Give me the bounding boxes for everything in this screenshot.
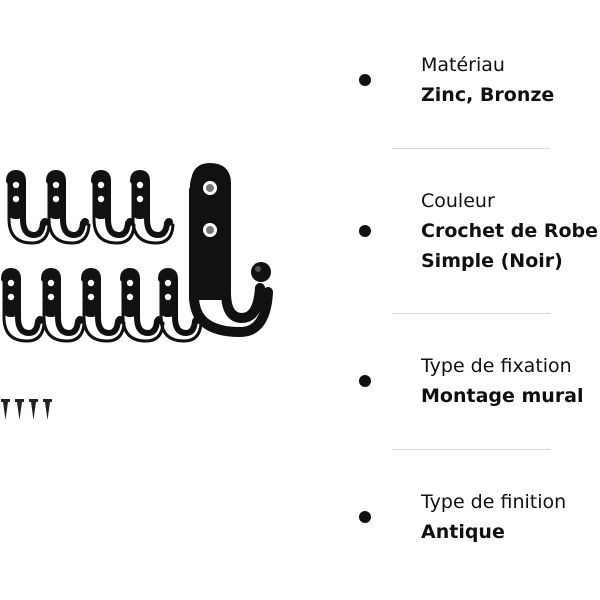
divider: [392, 449, 550, 450]
bullet-icon: [359, 375, 371, 387]
screws: [1, 399, 52, 420]
large-hook: [189, 163, 273, 338]
small-hook: [48, 173, 89, 243]
bullet-icon: [359, 225, 371, 237]
screw: [43, 399, 52, 420]
spec-value: Zinc, Bronze: [421, 84, 555, 106]
small-hook: [3, 271, 44, 341]
spec-value: Montage mural: [421, 385, 584, 407]
spec-value: Crochet de Robe Simple (Noir): [421, 220, 599, 272]
screw: [15, 399, 24, 420]
divider: [392, 148, 550, 149]
small-hook: [122, 271, 163, 341]
small-hooks-row-1: [8, 173, 173, 243]
divider: [392, 313, 550, 314]
screw: [29, 399, 38, 420]
bullet-icon: [359, 74, 371, 86]
small-hook: [83, 271, 124, 341]
spec-label: Couleur: [421, 190, 495, 212]
small-hook: [43, 271, 84, 341]
spec-label: Type de finition: [421, 491, 567, 513]
spec-label: Type de fixation: [421, 355, 572, 377]
bullet-icon: [359, 511, 371, 523]
small-hooks-row-2: [3, 271, 201, 341]
spec-value: Antique: [421, 521, 505, 543]
small-hook: [8, 173, 49, 243]
small-hook: [93, 173, 134, 243]
screw: [1, 399, 10, 420]
small-hook: [132, 173, 173, 243]
spec-label: Matériau: [421, 54, 505, 76]
product-image: [0, 163, 273, 420]
